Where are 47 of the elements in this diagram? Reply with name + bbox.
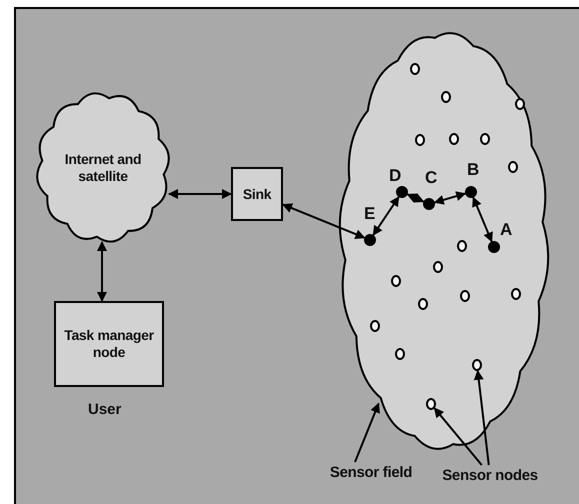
sensor-node-circle [426,398,436,410]
double-arrow [406,193,424,203]
sensor-node-circle [415,134,425,146]
node-label: Task manager node [63,327,155,361]
sensor-node-circle [480,133,490,145]
double-arrow [282,203,366,239]
leader-line [474,370,490,466]
leader-line [354,402,380,462]
double-arrow [97,241,107,302]
double-arrow [168,189,232,199]
double-arrow [472,196,493,242]
node-letter: B [467,162,480,178]
node-letter: D [389,168,402,184]
double-arrow [372,196,400,236]
cloud-shape [35,91,171,244]
relay-node-dot [364,234,376,246]
callout-label: Sensor nodes [442,466,538,484]
sensor-node-circle [418,298,428,310]
node-letter: E [364,206,376,222]
sensor-node-circle [508,161,518,173]
sensor-node-circle [457,240,467,252]
relay-node-dot [396,186,408,198]
double-arrow [434,191,466,205]
relay-node-dot [488,241,500,253]
sensor-node-circle [515,98,525,110]
sensor-node-circle [441,91,451,103]
sensor-node-circle [449,133,459,145]
sensor-node-circle [395,348,405,360]
node-letter: A [500,222,512,238]
sensor-node-circle [370,320,380,332]
relay-node-dot [423,198,435,210]
node-box [231,167,283,221]
node-label: Internet and satellite [64,150,142,184]
sensor-node-circle [472,359,482,371]
leader-line [434,407,482,466]
sensor-node-circle [391,275,401,287]
sensor-node-circle [511,288,521,300]
caption-label: User [88,402,122,418]
sensor-field-cloud [338,30,550,452]
sensor-node-circle [460,290,470,302]
node-letter: C [425,170,438,186]
relay-node-dot [465,186,477,198]
callout-label: Sensor field [330,464,412,480]
node-box [54,301,164,387]
node-label: Sink [242,186,272,202]
sensor-node-circle [410,63,420,75]
sensor-node-circle [433,261,443,273]
